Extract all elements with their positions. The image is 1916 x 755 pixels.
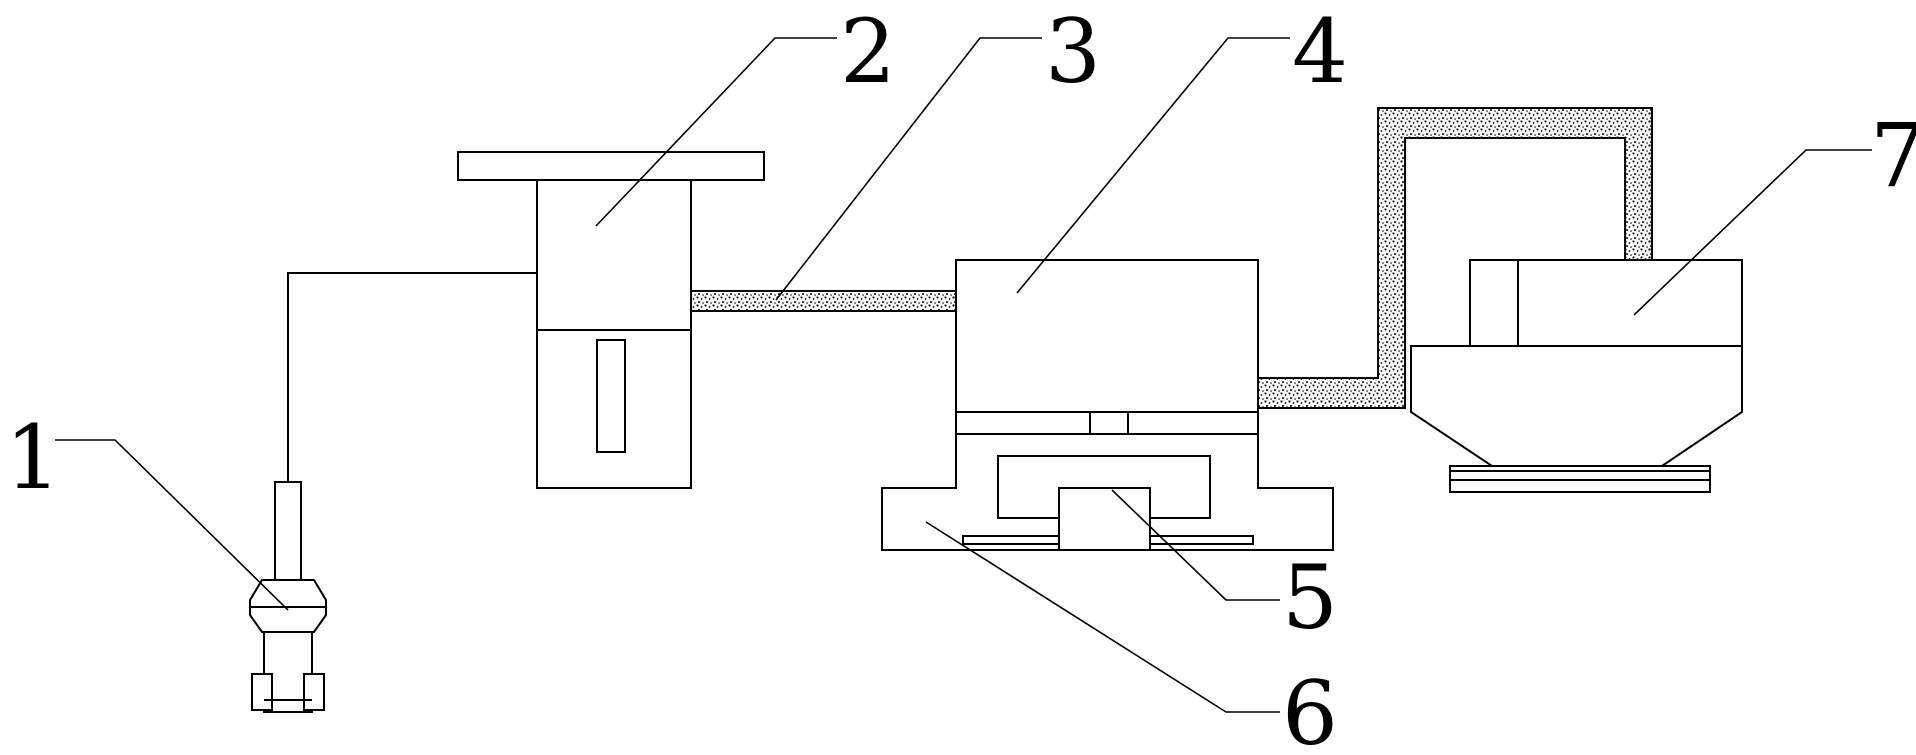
leader-line-4 [1016, 37, 1290, 294]
component-5-6-base-assembly [962, 455, 1254, 551]
leader-line-3 [775, 37, 1042, 301]
leader-line-6 [925, 521, 1280, 713]
leader-line-7 [1633, 149, 1872, 316]
label-4: 4 [1292, 0, 1348, 103]
label-1: 1 [5, 406, 61, 509]
component-1-probe [249, 481, 327, 713]
signal-wire [287, 272, 537, 482]
component-7-collector [1410, 259, 1743, 493]
component-2-controller [457, 151, 765, 489]
component-3-pipe [690, 290, 957, 312]
leader-line-1 [55, 439, 289, 611]
label-2: 2 [840, 0, 896, 103]
label-3: 3 [1045, 0, 1101, 103]
label-6: 6 [1282, 662, 1338, 755]
label-5: 5 [1282, 546, 1338, 649]
leader-line-5 [1111, 489, 1280, 601]
label-7: 7 [1870, 104, 1916, 207]
leader-line-2 [595, 37, 837, 227]
